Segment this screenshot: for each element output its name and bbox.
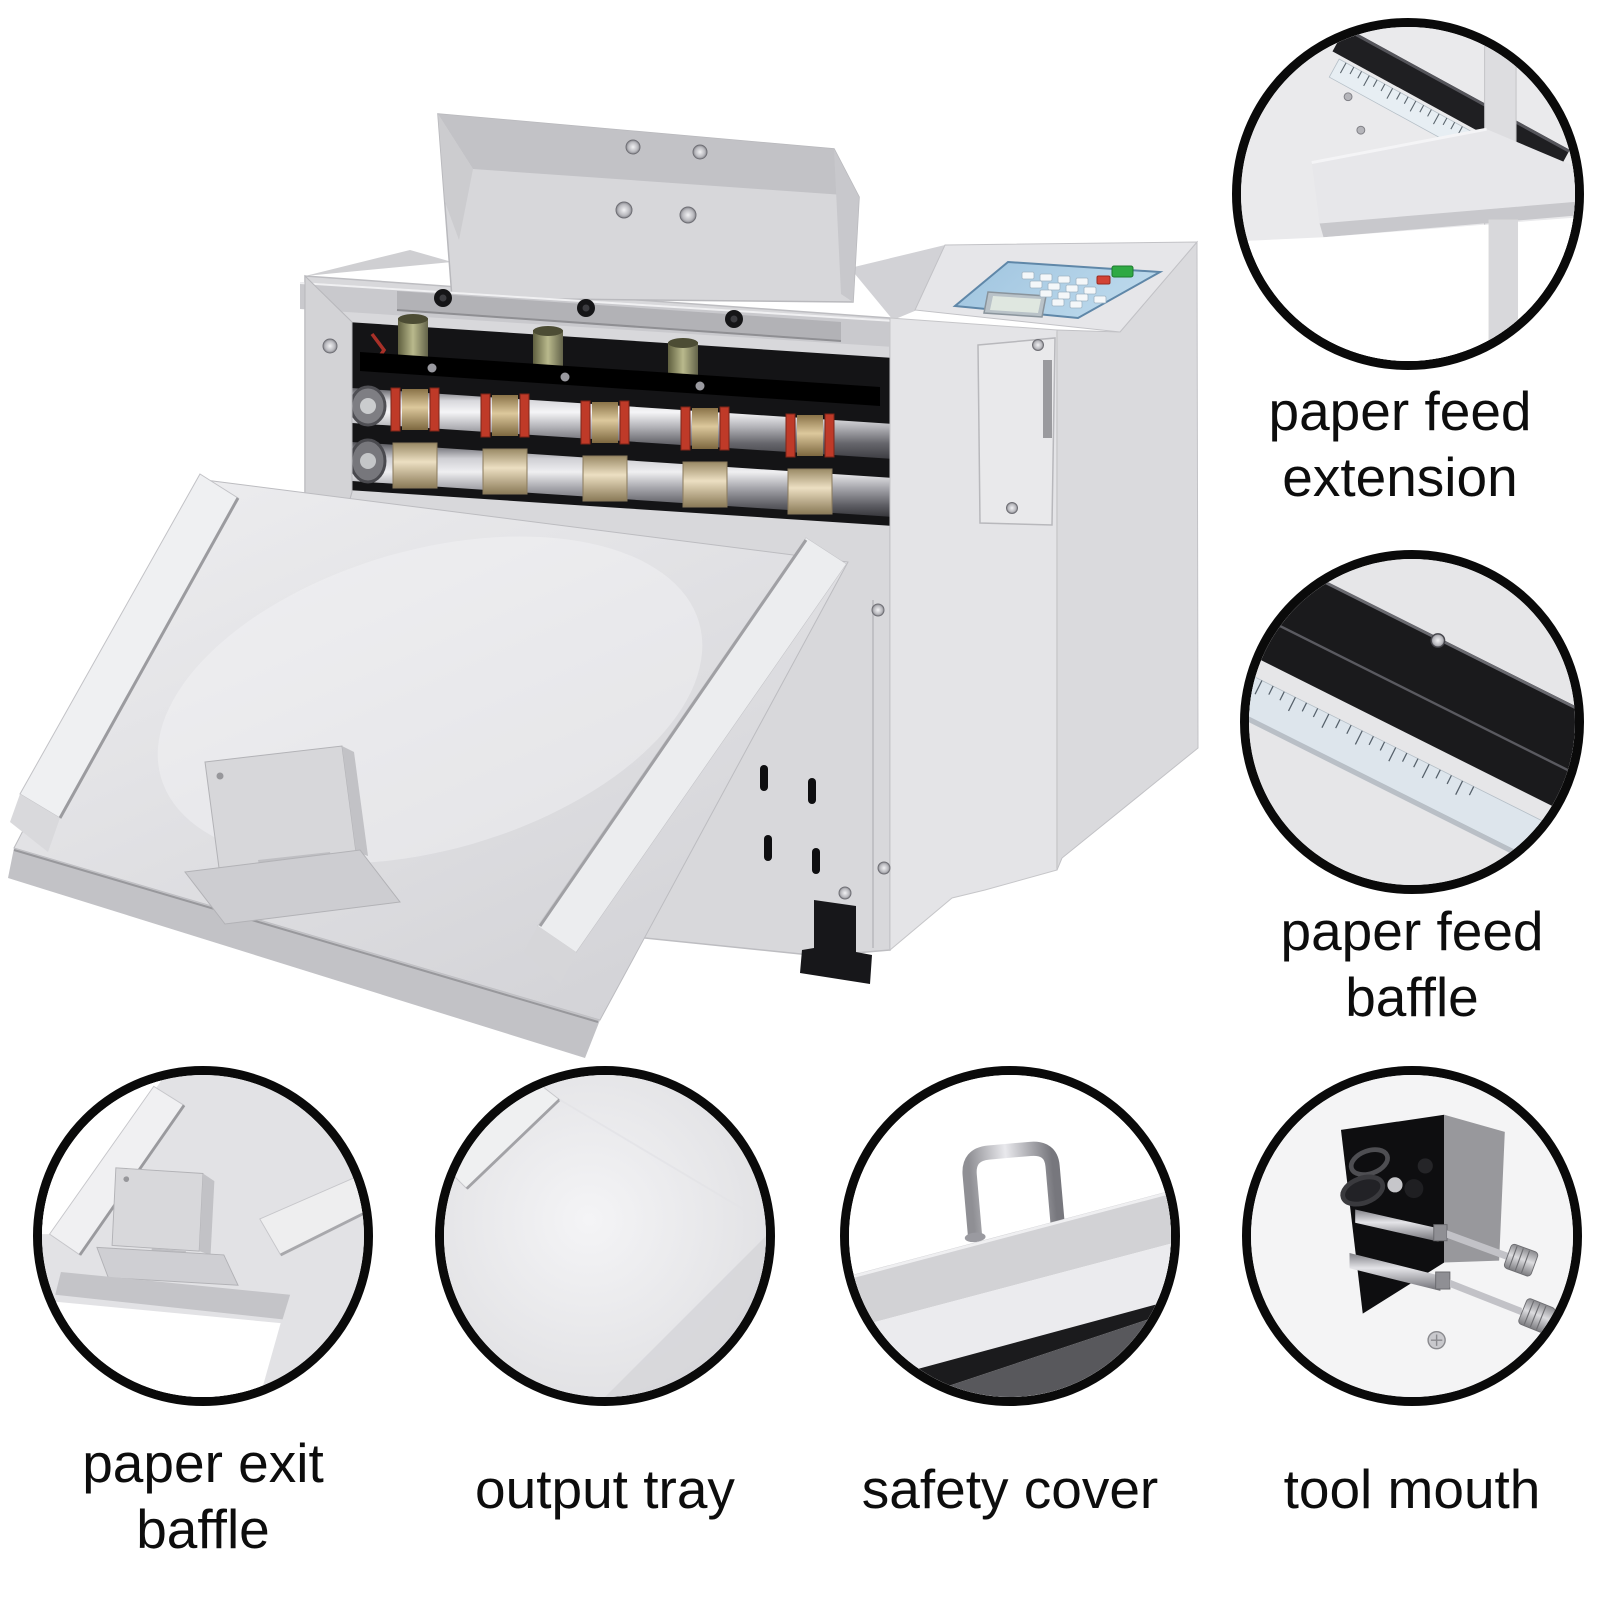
- paper-feed-baffle-art: [1249, 559, 1575, 885]
- paper-feed-extension-art: [1241, 27, 1575, 361]
- creasing-rings-brass: [392, 442, 833, 515]
- exit-baffle-plate: [96, 1167, 239, 1286]
- support-foot: [800, 900, 872, 984]
- upper-roller: [349, 385, 893, 459]
- label-line: baffle: [136, 1498, 270, 1560]
- baffle-screw: [1430, 633, 1446, 648]
- vent-slots: [760, 765, 820, 874]
- tray-side-rail-right: [524, 537, 847, 984]
- label-paper-feed-baffle: paper feed baffle: [1212, 898, 1600, 1030]
- lower-roller: [349, 438, 893, 517]
- tray-front-edge: [8, 848, 600, 1058]
- output-tray-art: [444, 1075, 766, 1397]
- die-rail: [360, 352, 880, 406]
- callout-output-tray: [435, 1066, 775, 1406]
- cover-front-edge: [849, 1243, 1171, 1390]
- paper-stop-baffle: [184, 745, 401, 925]
- safety-cover-art: [849, 1075, 1171, 1397]
- callout-paper-exit-baffle: [33, 1066, 373, 1406]
- lid-screws: [615, 139, 708, 224]
- adjustment-rod-lower: [1349, 1253, 1556, 1334]
- keypad-buttons: [1021, 271, 1107, 309]
- label-line: paper feed: [1280, 900, 1544, 962]
- paper-exit-baffle-art: [42, 1075, 364, 1397]
- label-line: paper feed: [1268, 380, 1532, 442]
- cover-top: [849, 1190, 1171, 1329]
- label-line: output tray: [475, 1458, 735, 1520]
- label-line: paper exit: [82, 1432, 324, 1494]
- exit-rail-right: [259, 1172, 364, 1257]
- side-access-panel: [977, 337, 1056, 526]
- label-line: baffle: [1345, 966, 1479, 1028]
- label-tool-mouth: tool mouth: [1207, 1456, 1600, 1522]
- tray-edge: [55, 1271, 291, 1320]
- clamp-bar: [397, 291, 841, 341]
- opening-inner-wall: [1444, 1114, 1505, 1263]
- start-button: [1111, 265, 1134, 278]
- callout-tool-mouth: [1242, 1066, 1582, 1406]
- stop-button: [1096, 275, 1111, 285]
- label-output-tray: output tray: [400, 1456, 810, 1522]
- clamp-bolts: [434, 289, 743, 328]
- creasing-rings-red: [390, 387, 835, 458]
- callout-paper-feed-baffle: [1240, 550, 1584, 894]
- internal-bearings: [1340, 1147, 1433, 1207]
- callout-safety-cover: [840, 1066, 1180, 1406]
- extension-shelf: [1311, 127, 1575, 238]
- tool-mouth-art: [1251, 1075, 1573, 1397]
- label-line: safety cover: [861, 1458, 1159, 1520]
- label-paper-exit-baffle: paper exit baffle: [5, 1430, 401, 1562]
- label-line: extension: [1282, 446, 1518, 508]
- control-tower: [838, 240, 1199, 952]
- output-tray: [8, 473, 849, 1058]
- label-paper-feed-extension: paper feed extension: [1190, 378, 1600, 510]
- tray-side-rail-left: [10, 473, 240, 852]
- callout-paper-feed-extension: [1232, 18, 1584, 370]
- cover-gap: [849, 1300, 1171, 1397]
- label-safety-cover: safety cover: [805, 1456, 1215, 1522]
- adjustment-rod-upper: [1355, 1209, 1539, 1277]
- open-lid: [437, 113, 860, 303]
- control-panel: [952, 260, 1164, 320]
- top-deck: [299, 282, 894, 347]
- label-line: tool mouth: [1283, 1458, 1541, 1520]
